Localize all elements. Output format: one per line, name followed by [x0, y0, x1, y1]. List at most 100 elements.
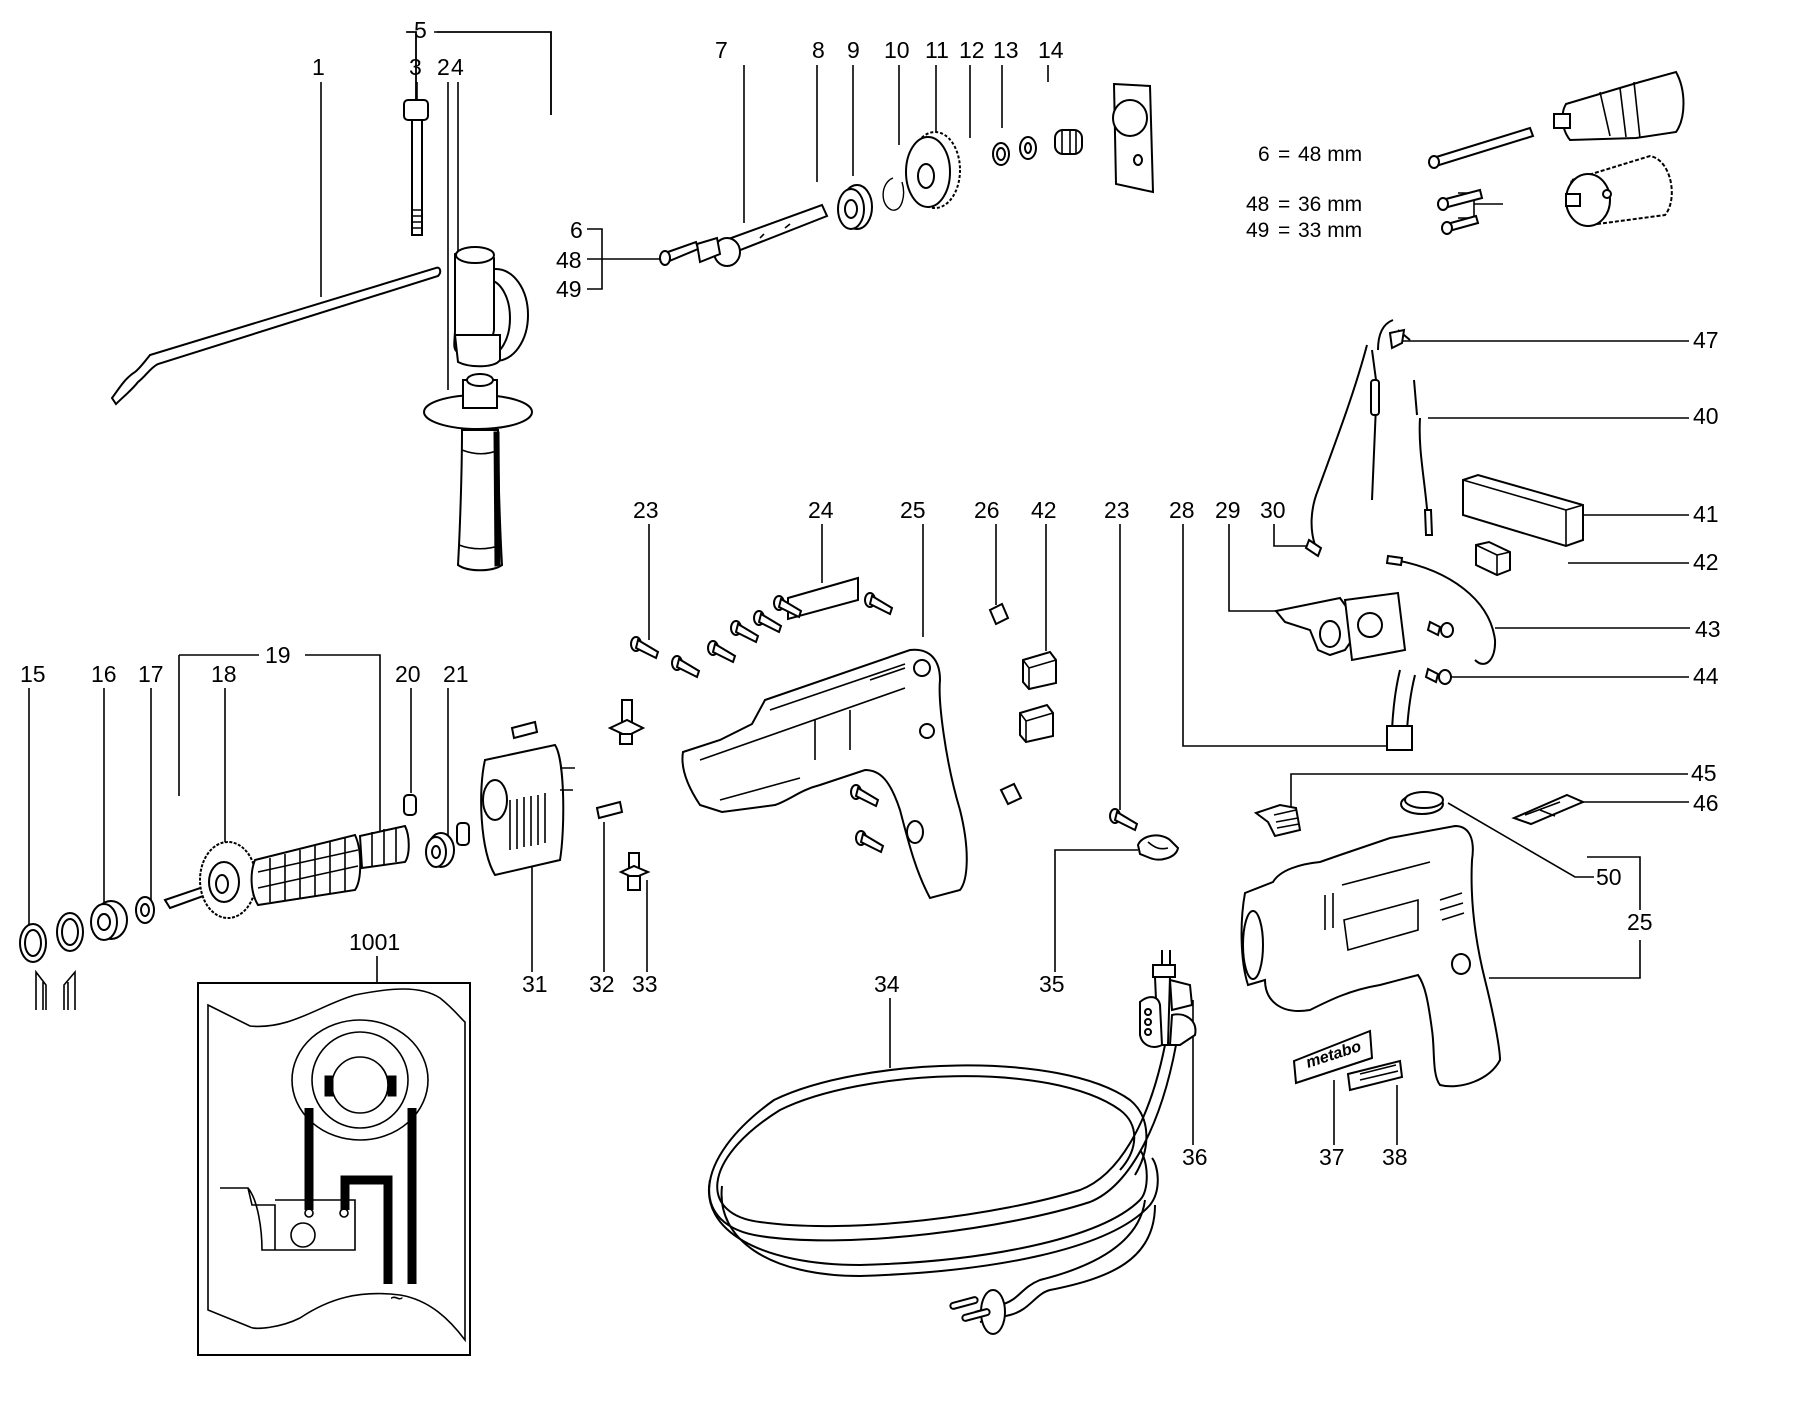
lip-symbols: [35, 969, 76, 1010]
callout-42-right: 42: [1693, 549, 1719, 575]
depth-stop-rod: [110, 266, 442, 406]
callout-14: 14: [1038, 37, 1064, 63]
callout-24: 24: [808, 497, 834, 523]
washer: [1019, 136, 1037, 160]
rating-plate: [1346, 1059, 1404, 1092]
callout-labels: 1 2 3 4 5 6 48 49 7 8 9 10 11 12 13 14 1…: [20, 17, 1721, 1170]
sealing-ring: [56, 912, 84, 952]
cable-strain-relief: [1139, 950, 1197, 1048]
callout-47: 47: [1693, 327, 1719, 353]
callout-29: 29: [1215, 497, 1241, 523]
callout-11: 11: [925, 37, 949, 63]
callout-32: 32: [589, 971, 615, 997]
callout-31: 31: [522, 971, 548, 997]
callout-42-left: 42: [1031, 497, 1057, 523]
housing-screws: [630, 592, 1139, 854]
callout-9: 9: [847, 37, 860, 63]
callout-5: 5: [414, 17, 427, 43]
callout-30: 30: [1260, 497, 1286, 523]
cable-clamp: [1136, 834, 1180, 861]
callout-40: 40: [1693, 403, 1719, 429]
note-value: 33 mm: [1298, 219, 1362, 242]
brush-holder-top: [607, 699, 646, 745]
callout-10: 10: [884, 37, 910, 63]
ac-symbol: ~: [390, 1285, 403, 1311]
callout-16: 16: [91, 661, 117, 687]
compression-spring: [1054, 129, 1083, 155]
wiring-diagram-inset: ~: [197, 982, 471, 1356]
switch-screw-1: [1426, 620, 1454, 638]
leader-lines: [28, 31, 1690, 1145]
cover-cap: [1400, 791, 1444, 815]
note-row-6: 6 = 48 mm: [1258, 143, 1362, 166]
gearshift-plate: [1112, 82, 1155, 194]
screw-length-notes: 6 = 48 mm 48 = 36 mm 49 = 33 mm: [1246, 143, 1362, 242]
carbon-brush: [595, 800, 624, 820]
callout-41: 41: [1693, 501, 1719, 527]
armature: [163, 824, 410, 919]
callout-43: 43: [1695, 616, 1721, 642]
callout-23-right: 23: [1104, 497, 1130, 523]
switch-screw-2: [1424, 667, 1452, 685]
callout-25-assembly: 25: [1627, 909, 1653, 935]
clamp-bolt: [403, 99, 429, 236]
short-chuck-screws: [1437, 188, 1484, 235]
carbon-brush-left-top: [510, 720, 539, 740]
callout-18: 18: [211, 661, 237, 687]
callout-8: 8: [812, 37, 825, 63]
note-eq: =: [1278, 219, 1290, 242]
callout-37: 37: [1319, 1144, 1345, 1170]
clamp-collar: [453, 246, 529, 368]
callout-1001: 1001: [349, 929, 400, 955]
callout-7: 7: [715, 37, 728, 63]
callout-23-left: 23: [633, 497, 659, 523]
callout-1: 1: [312, 54, 325, 80]
suppressor: [1386, 669, 1416, 751]
mains-cable: [707, 1044, 1177, 1323]
callout-48: 48: [556, 247, 582, 273]
note-part: 48: [1246, 193, 1269, 216]
callout-2: 2: [437, 54, 450, 80]
note-value: 48 mm: [1298, 143, 1362, 166]
callout-46: 46: [1693, 790, 1719, 816]
housing-assembly: [1240, 824, 1502, 1088]
callout-38: 38: [1382, 1144, 1408, 1170]
field-coil: [480, 743, 575, 877]
housing-half-shell: [681, 648, 968, 900]
bearing-pin: [456, 822, 470, 846]
long-chuck-screw: [1428, 126, 1535, 169]
callout-28: 28: [1169, 497, 1195, 523]
thrust-washer: [135, 896, 155, 924]
note-row-48: 48 = 36 mm: [1246, 193, 1362, 216]
note-eq: =: [1278, 193, 1290, 216]
side-handle: [423, 373, 533, 572]
warning-label: [1511, 793, 1586, 826]
callout-6: 6: [570, 217, 583, 243]
spindle: [695, 203, 829, 267]
rivet-pin: [403, 794, 417, 816]
callout-17: 17: [138, 661, 164, 687]
rotation-slider: [1253, 803, 1302, 838]
callout-4: 4: [451, 54, 464, 80]
chuck-screw: [659, 240, 700, 266]
callout-33: 33: [632, 971, 658, 997]
note-part: 6: [1258, 143, 1270, 166]
callout-34: 34: [874, 971, 900, 997]
callout-45: 45: [1691, 760, 1717, 786]
callout-13: 13: [993, 37, 1019, 63]
connecting-wires: [1304, 319, 1497, 665]
callout-19: 19: [265, 642, 291, 668]
filler-block: [1475, 540, 1511, 577]
callout-20: 20: [395, 661, 421, 687]
dowel-pin: [988, 602, 1010, 626]
mains-plug: [949, 1289, 1006, 1335]
needle-sleeve: [992, 142, 1010, 166]
callout-50: 50: [1596, 864, 1622, 890]
damping-block-2: [1019, 703, 1054, 744]
callout-26: 26: [974, 497, 1000, 523]
ball-bearing: [837, 184, 873, 230]
callout-15: 15: [20, 661, 46, 687]
felt-ring: [19, 923, 47, 963]
